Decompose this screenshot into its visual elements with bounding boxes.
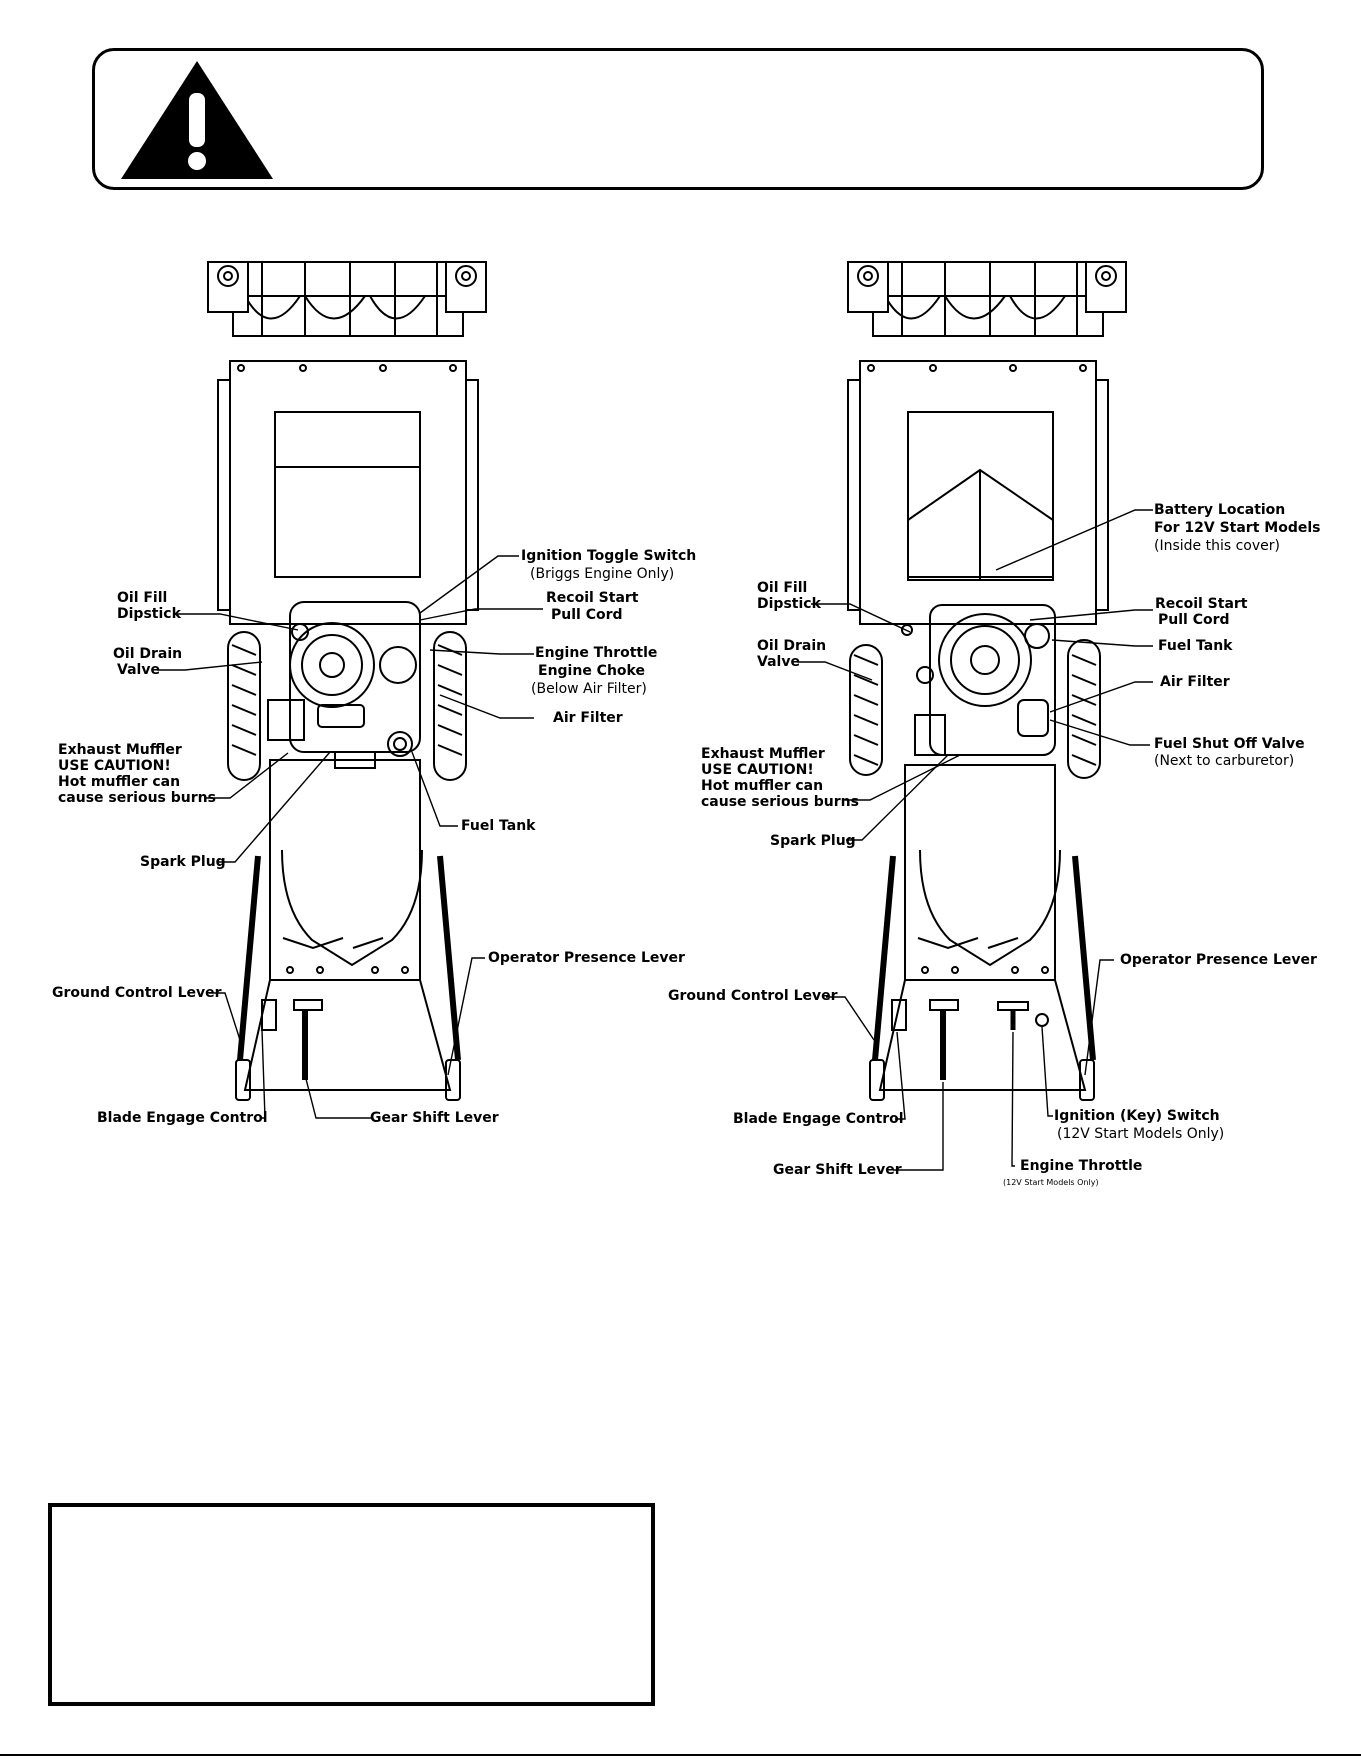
right-leader-lines	[797, 509, 1153, 1171]
warning-banner	[92, 48, 1264, 190]
engine-throttle-label: Engine Throttle	[1020, 1158, 1143, 1174]
spark-plug-label: Spark Plug	[770, 833, 856, 849]
oil-fill-label: Oil Fill	[757, 580, 808, 596]
gear-shift-label: Gear Shift Lever	[370, 1110, 499, 1126]
engine-throttle-note: (12V Start Models Only)	[1003, 1178, 1099, 1187]
use-caution-label: USE CAUTION!	[701, 762, 814, 778]
pull-cord-label: Pull Cord	[551, 607, 623, 623]
dipstick-label: Dipstick	[117, 606, 181, 622]
warning-triangle-icon	[121, 61, 273, 179]
fuel-tank-label: Fuel Tank	[1158, 638, 1233, 654]
spark-plug-label: Spark Plug	[140, 854, 226, 870]
serious-burns-label: cause serious burns	[701, 794, 859, 810]
battery-12v-label: For 12V Start Models	[1154, 520, 1321, 536]
ignition-toggle-label: Ignition Toggle Switch	[521, 548, 697, 564]
blade-engage-label: Blade Engage Control	[97, 1110, 268, 1126]
ignition-key-note: (12V Start Models Only)	[1057, 1126, 1225, 1142]
gear-shift-label: Gear Shift Lever	[773, 1162, 902, 1178]
oil-fill-label: Oil Fill	[117, 590, 168, 606]
engine-choke-label: Engine Choke	[538, 663, 645, 679]
use-caution-label: USE CAUTION!	[58, 758, 171, 774]
air-filter-label: Air Filter	[553, 710, 623, 726]
oil-drain-label: Oil Drain	[757, 638, 827, 654]
recoil-start-label: Recoil Start	[1155, 596, 1248, 612]
oil-drain-valve-label: Valve	[117, 662, 160, 678]
battery-location-label: Battery Location	[1154, 502, 1286, 518]
pull-cord-label: Pull Cord	[1158, 612, 1230, 628]
dipstick-label: Dipstick	[757, 596, 821, 612]
air-filter-label: Air Filter	[1160, 674, 1230, 690]
right-machine-drawing	[847, 261, 1127, 1101]
ground-control-label: Ground Control Lever	[668, 988, 838, 1004]
oil-drain-valve-label: Valve	[757, 654, 800, 670]
left-machine-drawing	[207, 261, 487, 1101]
serious-burns-label: cause serious burns	[58, 790, 216, 806]
battery-note: (Inside this cover)	[1154, 538, 1280, 554]
oil-drain-label: Oil Drain	[113, 646, 183, 662]
exhaust-muffler-label: Exhaust Muffler	[701, 746, 825, 762]
recoil-start-label: Recoil Start	[546, 590, 639, 606]
hot-muffler-label: Hot muffler can	[701, 778, 824, 794]
engine-throttle-label: Engine Throttle	[535, 645, 658, 661]
exhaust-muffler-label: Exhaust Muffler	[58, 742, 182, 758]
choke-note: (Below Air Filter)	[531, 681, 647, 697]
left-leader-lines	[157, 555, 543, 1119]
fuel-shutoff-label: Fuel Shut Off Valve	[1154, 736, 1305, 752]
ignition-key-label: Ignition (Key) Switch	[1054, 1108, 1220, 1124]
fuel-tank-label: Fuel Tank	[461, 818, 536, 834]
operator-presence-label: Operator Presence Lever	[488, 950, 685, 966]
ignition-toggle-note: (Briggs Engine Only)	[530, 566, 675, 582]
bottom-rule	[0, 1754, 1361, 1756]
ground-control-label: Ground Control Lever	[52, 985, 222, 1001]
operator-presence-label: Operator Presence Lever	[1120, 952, 1317, 968]
hot-muffler-label: Hot muffler can	[58, 774, 181, 790]
fuel-shutoff-note: (Next to carburetor)	[1154, 753, 1295, 769]
note-box	[48, 1503, 655, 1706]
blade-engage-label: Blade Engage Control	[733, 1111, 904, 1127]
